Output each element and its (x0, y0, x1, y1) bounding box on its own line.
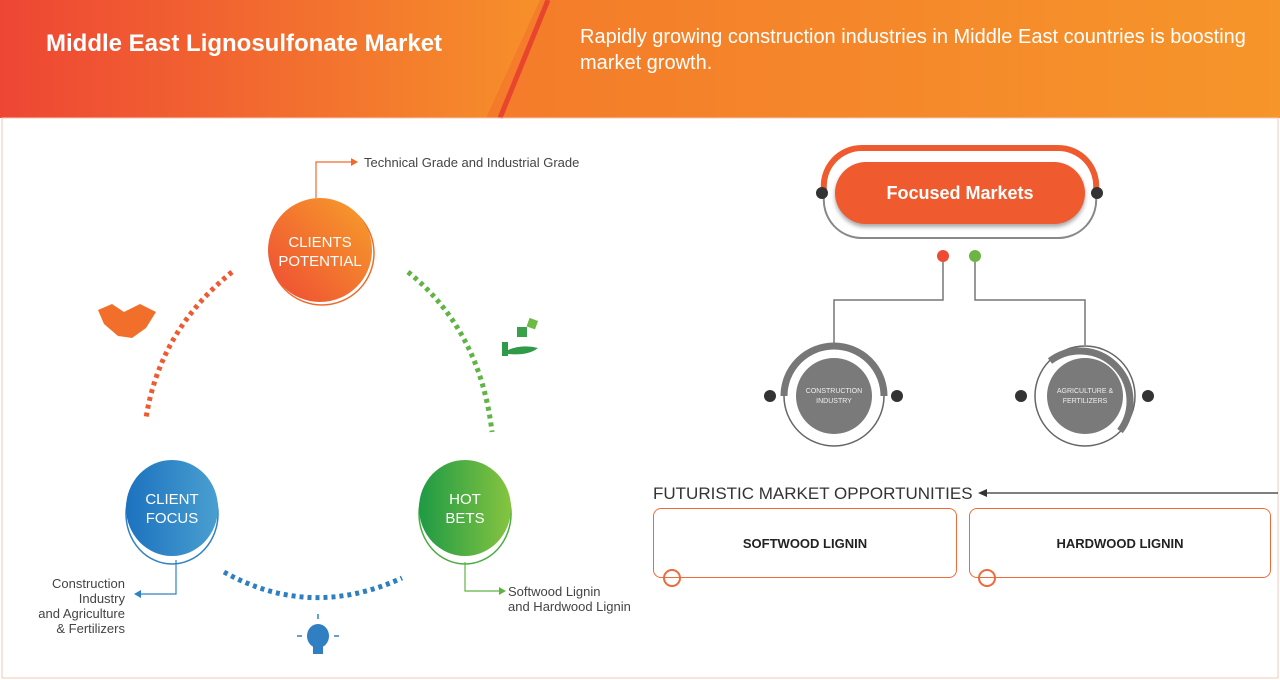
green-dot (969, 250, 981, 262)
client-focus-circle (125, 460, 219, 565)
arrow-icon (134, 590, 141, 598)
page-title: Middle East Lignosulfonate Market (46, 30, 443, 57)
pill-arc-top (820, 144, 1100, 191)
connector-client-focus (140, 560, 177, 595)
softwood-lignin-box: SOFTWOOD LIGNIN (653, 508, 957, 578)
red-dot (937, 250, 949, 262)
handshake-icon (98, 304, 156, 338)
green-dotted-arc (406, 270, 495, 433)
arrow-icon (351, 158, 358, 166)
arrow-icon (978, 489, 987, 497)
pill-arc-bottom (822, 195, 1098, 240)
orange-dotted-arc (143, 270, 234, 419)
clients-potential-circle (268, 198, 375, 306)
connector-agriculture (974, 262, 1086, 345)
blue-dotted-arc (222, 569, 404, 600)
arrow-icon (499, 587, 506, 595)
title-panel (0, 0, 540, 118)
content-border (1, 117, 1279, 679)
technical-grade-note: Technical Grade and Industrial Grade (364, 155, 580, 170)
box-bullet (663, 569, 681, 587)
header-banner: Middle East Lignosulfonate Market Rapidl… (0, 0, 1280, 118)
construction-circle (764, 342, 903, 447)
lightbulb-icon (297, 614, 339, 654)
header-stripe (497, 0, 551, 119)
connector-hot-bets (464, 562, 500, 592)
page-subtitle: Rapidly growing construction industries … (580, 26, 1246, 74)
agriculture-fertilizers-label: AGRICULTURE &FERTILIZERS (1056, 388, 1114, 405)
agriculture-circle (1015, 345, 1154, 447)
connector-technical (315, 161, 352, 198)
dot (1091, 187, 1103, 199)
focused-markets-pill: Focused Markets (835, 162, 1085, 224)
futuristic-title: FUTURISTIC MARKET OPPORTUNITIES (653, 484, 973, 503)
box-bullet (978, 569, 996, 587)
hardwood-lignin-box: HARDWOOD LIGNIN (969, 508, 1271, 578)
dot (816, 187, 828, 199)
dice-hand-icon (502, 317, 539, 356)
connector-construction (833, 262, 944, 345)
